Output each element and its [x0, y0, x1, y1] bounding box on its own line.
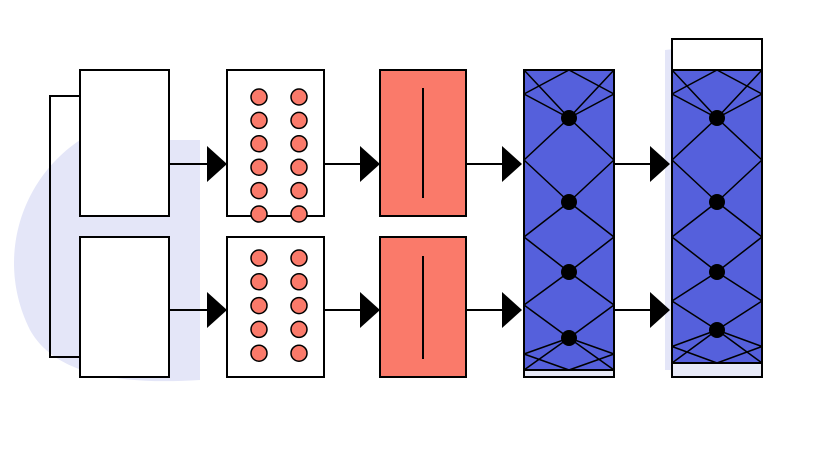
blue-column-1-edge — [568, 201, 615, 238]
blue-column-1-edge — [523, 353, 570, 371]
blue-column-1-edge — [568, 236, 615, 273]
arrow-bottom-1-head — [207, 292, 227, 328]
blue-column-2-edge — [671, 345, 718, 364]
blue-column-2-edge — [716, 69, 763, 95]
blue-column-1-edge — [568, 117, 615, 161]
arrow-top-3-head — [502, 146, 522, 182]
blue-column-1-edge — [523, 304, 570, 339]
input-box-top — [79, 69, 170, 217]
grid-dot-top-6 — [290, 135, 308, 153]
grid-dot-top-5 — [250, 135, 268, 153]
blue-column-2-edge — [671, 271, 718, 302]
blue-column-1-edge — [523, 117, 570, 161]
blue-column-2-edge — [716, 69, 763, 119]
blue-column-1-edge — [523, 69, 570, 95]
dot-grid-bottom — [226, 236, 325, 378]
grid-dot-bottom-5 — [250, 296, 268, 315]
blue-column-2-edge — [716, 159, 763, 203]
grid-dot-top-11 — [250, 205, 268, 223]
blue-column-2-edge — [671, 300, 718, 331]
grid-dot-bottom-6 — [290, 296, 308, 315]
blue-column-2-edge — [716, 345, 763, 364]
blue-column-2 — [671, 38, 763, 378]
blue-column-1-node-2 — [561, 194, 577, 210]
blue-column-2-edge — [716, 300, 763, 331]
grid-dot-bottom-8 — [290, 320, 308, 339]
blue-column-1-edge — [523, 69, 570, 119]
blue-column-1-edge — [568, 353, 615, 371]
grid-dot-bottom-10 — [290, 344, 308, 362]
blue-column-2-node-4 — [709, 322, 725, 338]
blue-column-1-edge — [568, 69, 615, 119]
blue-column-1-edge — [568, 271, 615, 306]
blue-column-1-edge — [523, 337, 570, 371]
grid-dot-top-8 — [290, 158, 308, 176]
blue-column-1-edge — [568, 337, 615, 371]
blue-column-2-edge — [671, 201, 718, 238]
blue-column-2-edge — [716, 236, 763, 273]
blue-column-2-edge — [671, 329, 718, 364]
blue-column-1-edge — [568, 159, 615, 203]
arrow-bottom-3-head — [502, 292, 522, 328]
dot-grid-bottom-dots — [250, 249, 308, 362]
blue-column-1-node-4 — [561, 330, 577, 346]
grid-dot-bottom-4 — [290, 273, 308, 291]
blue-column-1 — [523, 69, 615, 378]
grid-dot-top-2 — [290, 88, 308, 106]
arrow-bottom-2-head — [360, 292, 380, 328]
grid-dot-top-4 — [290, 111, 308, 130]
blue-column-1-base — [523, 369, 615, 378]
grid-dot-bottom-2 — [290, 249, 308, 267]
blue-column-2-edge — [671, 69, 718, 119]
grid-dot-top-1 — [250, 88, 268, 106]
blue-column-2-base — [671, 362, 763, 378]
blue-column-1-edge — [568, 93, 615, 119]
flow-arrows — [169, 146, 670, 328]
input-bracket — [49, 95, 80, 358]
blue-column-2-edge — [716, 271, 763, 302]
grid-dot-top-9 — [250, 181, 268, 200]
blue-column-2-edge — [716, 117, 763, 161]
grid-dot-top-7 — [250, 158, 268, 176]
blue-column-2-edge — [671, 117, 718, 161]
arrow-bottom-4-head — [650, 292, 670, 328]
grid-dot-bottom-3 — [250, 273, 268, 291]
blue-column-1-node-3 — [561, 264, 577, 280]
blue-column-2-edge — [671, 236, 718, 273]
blue-column-2-node-2 — [709, 194, 725, 210]
blue-column-2-edge — [716, 93, 763, 119]
blue-column-1-edge — [523, 93, 570, 119]
grid-dot-bottom-1 — [250, 249, 268, 267]
blue-column-2-node-3 — [709, 264, 725, 280]
grid-dot-bottom-9 — [250, 344, 268, 362]
arrow-top-2-head — [360, 146, 380, 182]
blue-column-2-edge — [671, 93, 718, 119]
blue-column-2-edge — [671, 69, 718, 95]
blue-column-1-edge — [523, 271, 570, 306]
blue-column-1-edge — [523, 159, 570, 203]
blue-column-1-edge — [568, 304, 615, 339]
grid-dot-top-3 — [250, 111, 268, 130]
blue-column-2-node-1 — [709, 110, 725, 126]
input-box-bottom — [79, 236, 170, 378]
dot-grid-top-dots — [250, 88, 308, 223]
arrow-top-1-head — [207, 146, 227, 182]
blue-column-1-edge — [568, 69, 615, 95]
arrow-top-4-head — [650, 146, 670, 182]
blue-column-2-edge — [671, 159, 718, 203]
blue-column-1-edge — [523, 236, 570, 273]
dot-grid-top — [226, 69, 325, 217]
blue-column-2-edge — [716, 329, 763, 364]
blue-column-1-node-1 — [561, 110, 577, 126]
blue-column-1-edge — [523, 201, 570, 238]
grid-dot-top-12 — [290, 205, 308, 223]
blue-column-2-cap — [671, 38, 763, 71]
grid-dot-top-10 — [290, 181, 308, 200]
grid-dot-bottom-7 — [250, 320, 268, 339]
blue-column-2-edge — [716, 201, 763, 238]
